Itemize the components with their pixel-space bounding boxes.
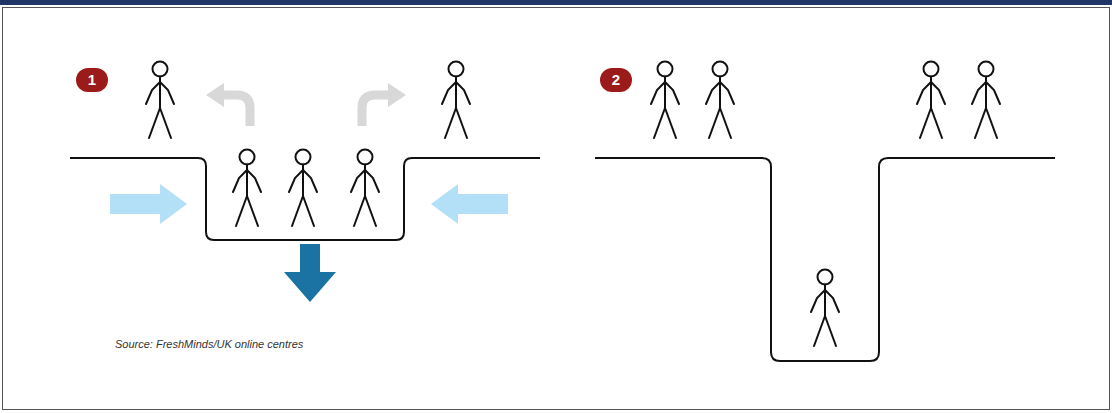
stick-figure xyxy=(972,62,1000,139)
exit-arrow-head xyxy=(206,83,224,107)
exit-arrow-head xyxy=(388,83,406,107)
down-arrow xyxy=(284,244,336,302)
stick-figure xyxy=(351,150,379,227)
exit-arrow xyxy=(362,95,390,126)
callout-number: 2 xyxy=(600,68,632,92)
exit-arrow xyxy=(222,95,250,126)
source-note: Source: FreshMinds/UK online centres xyxy=(115,338,303,350)
stick-figure xyxy=(442,62,470,139)
stick-figure xyxy=(706,62,734,139)
inward-arrow xyxy=(431,184,508,224)
stick-figure xyxy=(651,62,679,139)
stick-figure xyxy=(917,62,945,139)
callout-number: 1 xyxy=(76,68,108,92)
stick-figure xyxy=(146,62,174,139)
stick-figure xyxy=(233,150,261,227)
ground-line xyxy=(595,158,1055,361)
frame xyxy=(3,8,1110,410)
stick-figure xyxy=(811,270,839,347)
inward-arrow xyxy=(110,184,187,224)
top-bar xyxy=(0,0,1112,5)
stick-figure xyxy=(289,150,317,227)
